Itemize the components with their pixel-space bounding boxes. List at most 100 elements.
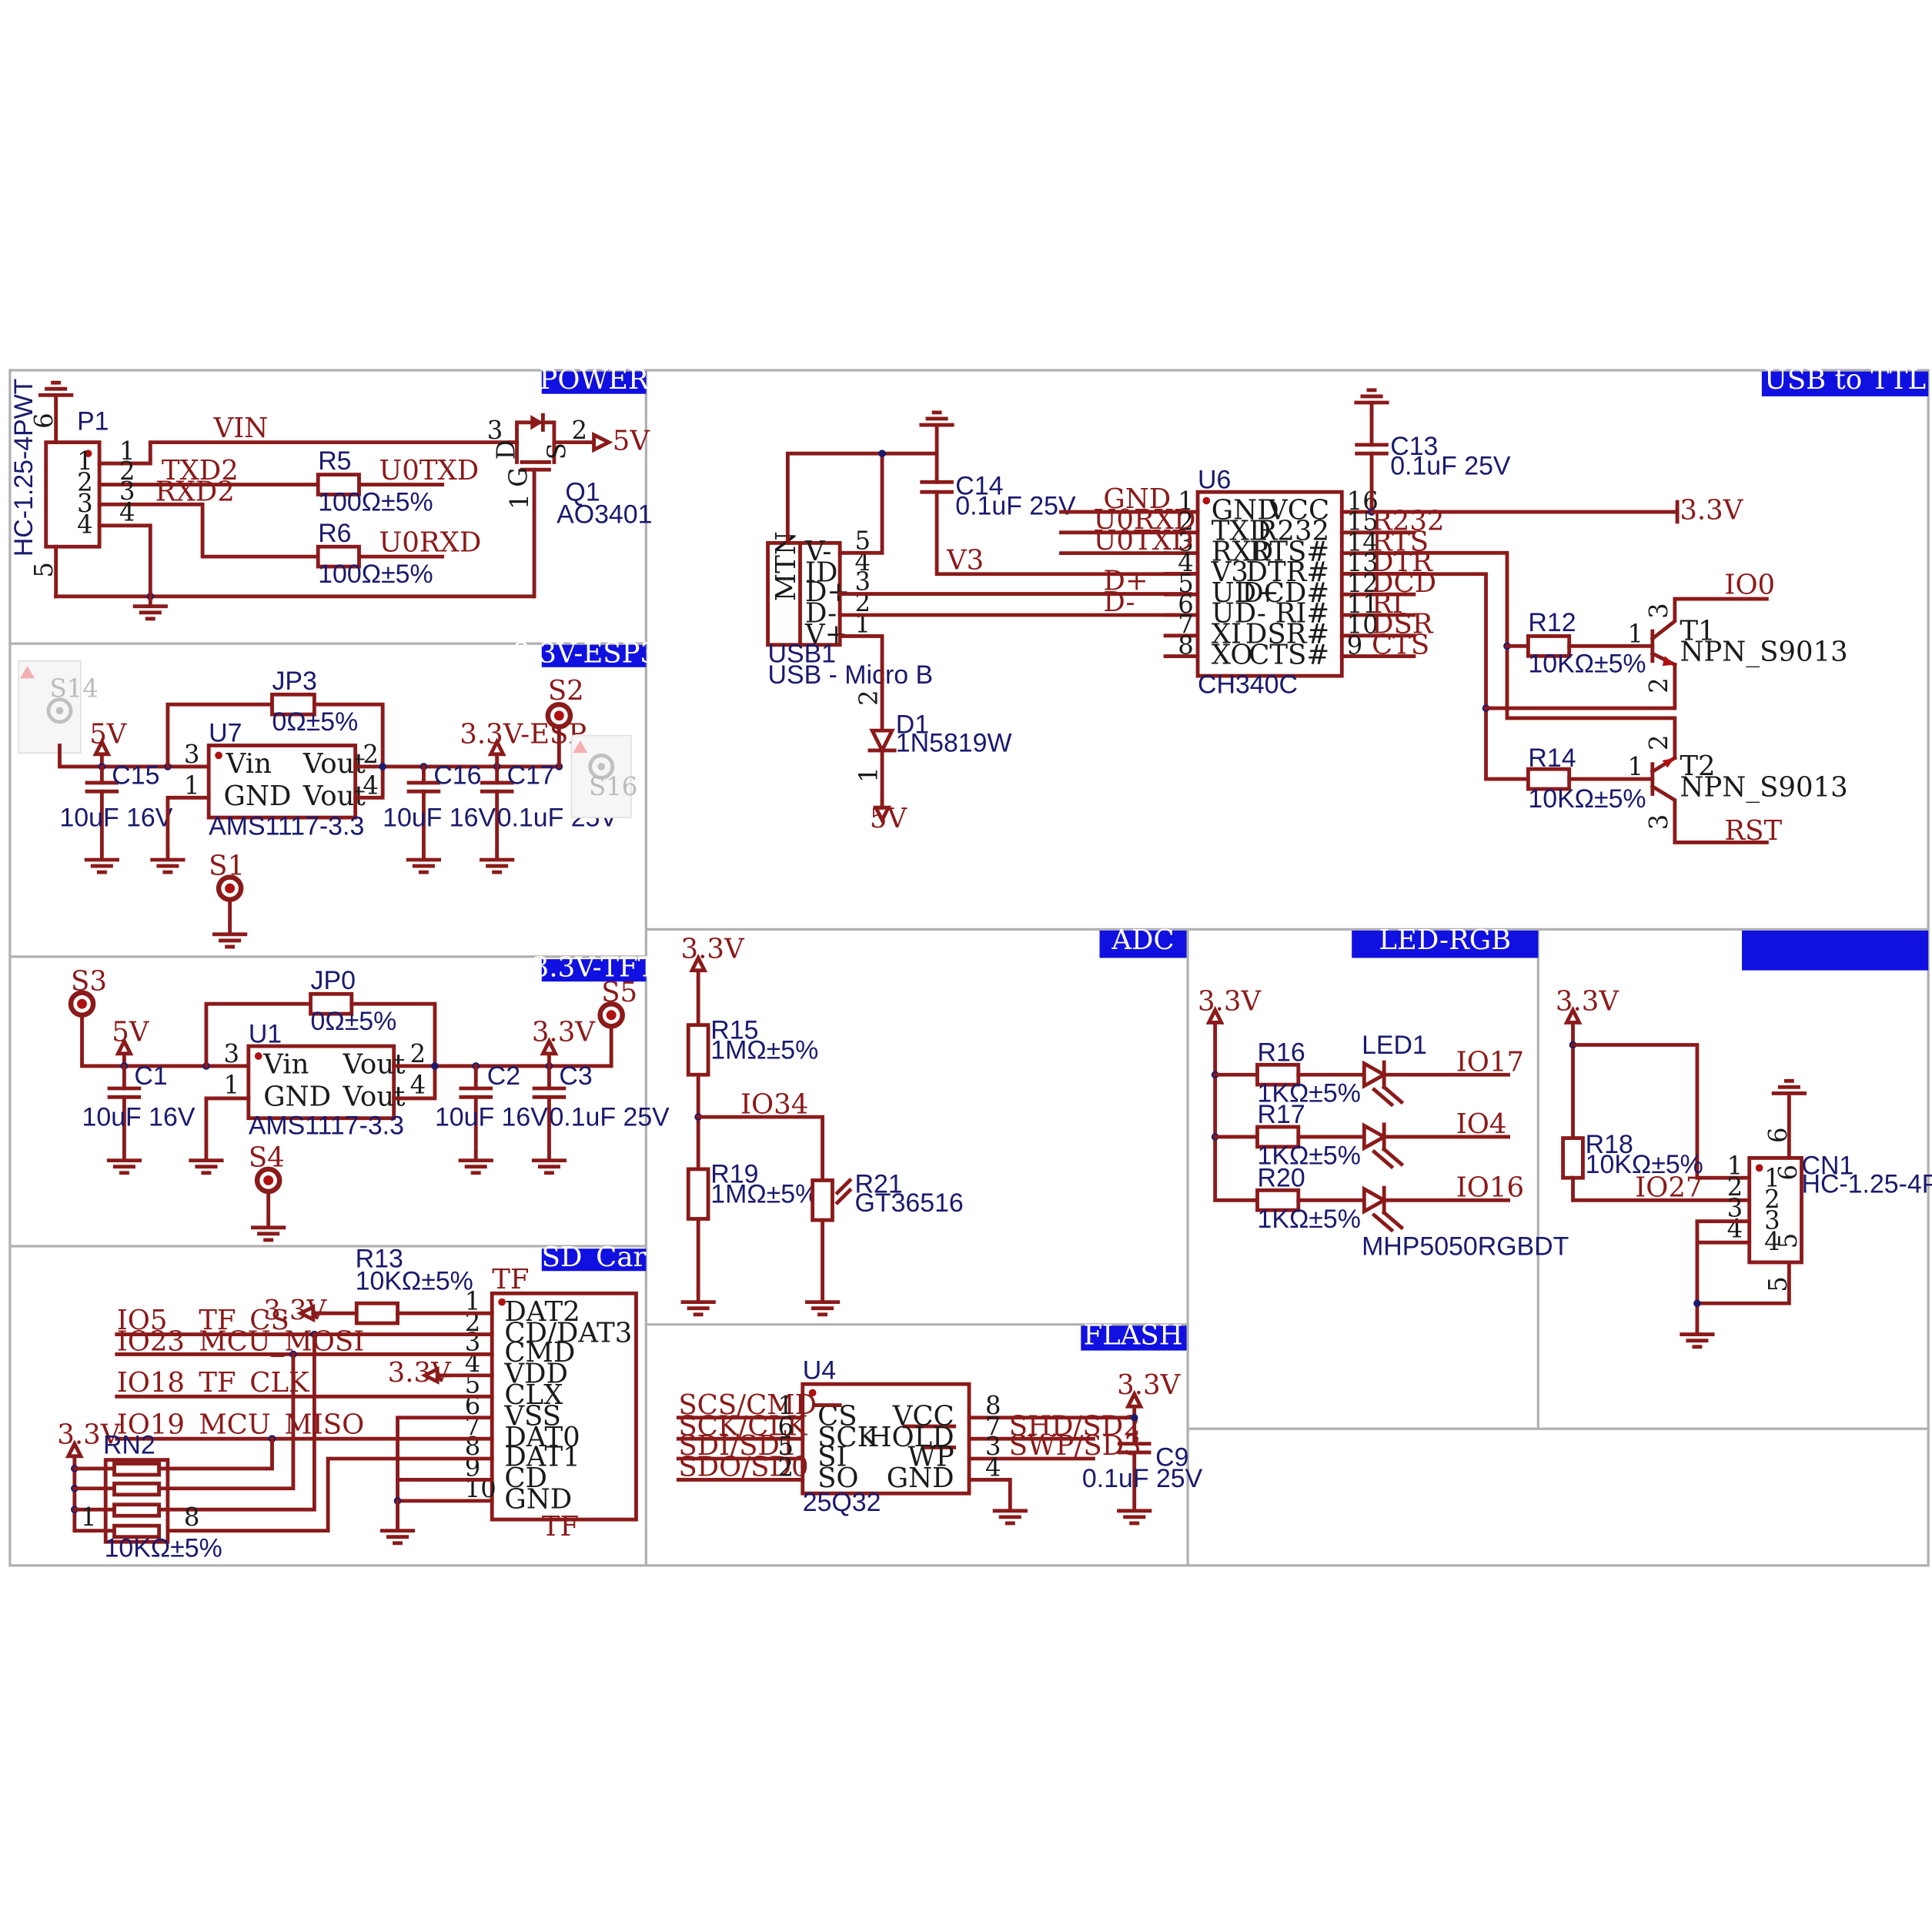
u6-net-1: U0RXD — [1093, 504, 1195, 536]
u6-left-pin-6: XI — [1212, 618, 1242, 650]
sd-card-section: R13 10KΩ±5% TF TF DAT21CD/DAT32CMD3VDD4C… — [57, 1244, 638, 1563]
s5-label: S5 — [601, 977, 637, 1008]
t2-part: NPN_S9013 — [1680, 772, 1847, 804]
net-io27: IO27 — [1635, 1172, 1703, 1203]
rn2-value: 10KΩ±5% — [105, 1534, 222, 1563]
r21-photoresistor — [811, 1178, 834, 1222]
r6-value: 100Ω±5% — [318, 560, 433, 589]
u7-pin-4: 4 — [363, 770, 379, 800]
cn1-pin-5: 5 — [1773, 1233, 1803, 1249]
t2-transistor: T2 NPN_S9013 RST 1 2 3 — [1628, 734, 1848, 847]
esp32-regulator-section: S14 5V C15 10uF 16V JP3 0Ω±5% U7 AMS1117… — [18, 660, 637, 947]
tf-pin-label-7: DAT0 — [504, 1422, 580, 1453]
q1-gate: G — [503, 467, 533, 487]
tf-pin-label-5: CLX — [504, 1379, 563, 1411]
r20-ref: R20 — [1258, 1164, 1305, 1193]
r15-value: 1MΩ±5% — [710, 1035, 818, 1065]
esp-5v: 5V — [89, 718, 128, 750]
r5-ref: R5 — [318, 446, 351, 476]
cn1-pin-5-out: 5 — [1763, 1276, 1793, 1292]
u6-left-pin-7: XO — [1212, 639, 1253, 670]
u6-right-pin-2: RTS# — [1249, 536, 1329, 567]
c14-ref: C14 — [955, 471, 1003, 500]
jp3-ref: JP3 — [272, 667, 316, 696]
cn1-wire-3: 3 — [1727, 1193, 1743, 1222]
t1-ref: T1 — [1680, 615, 1715, 647]
p1-pin-4-num: 4 — [119, 497, 135, 526]
u7-pin-1: 1 — [184, 770, 200, 800]
u7-regulator — [206, 744, 358, 820]
net-rxd2: RXD2 — [155, 476, 235, 508]
led1-ref: LED1 — [1362, 1031, 1427, 1060]
header-sd-car: SD_Car — [542, 1242, 647, 1273]
c2-value: 10uF 16V — [435, 1102, 548, 1131]
q1-drain: D — [491, 440, 520, 460]
tf-ref: TF — [492, 1264, 529, 1295]
p1-pin-5: 5 — [29, 562, 58, 578]
c16-ref: C16 — [433, 761, 481, 791]
flash-left-num-3: 2 — [777, 1453, 794, 1482]
net-io17: IO17 — [1456, 1046, 1524, 1078]
net-io23: IO23 — [117, 1326, 185, 1358]
u6-left-pin-4: UD+ — [1212, 577, 1279, 609]
r5-value: 100Ω±5% — [318, 487, 433, 516]
cn1-connector — [1747, 1155, 1803, 1265]
r16-value: 1KΩ±5% — [1258, 1079, 1361, 1108]
flash-left-num-2: 5 — [777, 1432, 794, 1461]
tf-pin-num-1: 1 — [465, 1286, 481, 1315]
net-dm: D- — [1103, 587, 1135, 618]
p1-pin-1: 1 — [77, 446, 93, 476]
u6-right-pin-4: DCD# — [1242, 577, 1329, 609]
jp0-ref: JP0 — [311, 966, 356, 995]
usb1-pin-label-3: D- — [805, 598, 837, 630]
d1-5v: 5V — [870, 803, 908, 834]
led-ray1-0 — [1371, 1087, 1395, 1108]
u4-part: 25Q32 — [803, 1488, 881, 1517]
u7-vin: Vin — [226, 748, 272, 780]
r12-ref: R12 — [1528, 608, 1576, 637]
cn1-pin-1: 1 — [1764, 1164, 1780, 1193]
header-usb-to-ttl: USB to TTL — [1764, 364, 1926, 396]
cn1-pin-2: 2 — [1764, 1185, 1780, 1214]
d1-pin-2: 2 — [854, 690, 884, 706]
u6-right-net-5: RI — [1372, 588, 1403, 620]
cn1-pin-6: 6 — [1773, 1165, 1803, 1181]
net-u0txd: U0TXD — [379, 455, 479, 486]
net-io4: IO4 — [1456, 1108, 1507, 1140]
net-u0rxd: U0RXD — [379, 527, 481, 559]
power-section: P1 HC-1.25-4PWT 1 2 3 4 6 5 VIN 1 2 TXD2… — [9, 379, 652, 619]
net-tf-cs: TF_CS — [199, 1305, 289, 1336]
p1-pin-4: 4 — [77, 510, 93, 539]
t1-pin-2: 2 — [1644, 677, 1673, 694]
q1-pin-2: 2 — [572, 416, 588, 445]
u7-ref: U7 — [209, 719, 242, 748]
r21-part: GT36516 — [855, 1188, 964, 1218]
header-3v3-esp32: 3.3V-ESP32 — [513, 637, 675, 669]
tft-3v3: 3.3V — [532, 1017, 596, 1048]
u6-right-pin-5: RI# — [1275, 598, 1330, 630]
r19-resistor — [686, 1167, 710, 1221]
u6-left-num-2: 3 — [1178, 527, 1194, 557]
c15-value: 10uF 16V — [59, 803, 172, 832]
tf-pin-label-6: VSS — [503, 1400, 561, 1432]
led-rgb-section: 3.3V R16 1KΩ±5% R17 1KΩ±5% R20 1KΩ±5% LE… — [1198, 985, 1569, 1261]
p1-pin-1-num: 1 — [119, 436, 135, 466]
r17-value: 1KΩ±5% — [1258, 1141, 1361, 1170]
u6-left-num-5: 6 — [1178, 590, 1194, 619]
led-ray1-1 — [1371, 1148, 1395, 1170]
r12-value: 10KΩ±5% — [1528, 649, 1646, 678]
r18-resistor — [1561, 1136, 1585, 1180]
header-3v3-tft: 3.3V-TFT — [532, 952, 657, 984]
u6-right-num-7: 9 — [1347, 630, 1363, 660]
u6-right-pin-7: CTS# — [1248, 639, 1329, 670]
q1-source: S — [542, 443, 571, 460]
t2-pin-2: 2 — [1644, 734, 1673, 750]
net-io19: IO19 — [117, 1409, 185, 1441]
r18-ref: R18 — [1586, 1130, 1633, 1159]
t1-part: NPN_S9013 — [1680, 637, 1847, 668]
u7-gnd: GND — [224, 780, 292, 812]
rn2-pin-8: 8 — [184, 1502, 200, 1532]
rn2-ref: RN2 — [103, 1431, 155, 1460]
c3-value: 0.1uF 25V — [549, 1102, 670, 1131]
s16-label: S16 — [589, 772, 637, 801]
